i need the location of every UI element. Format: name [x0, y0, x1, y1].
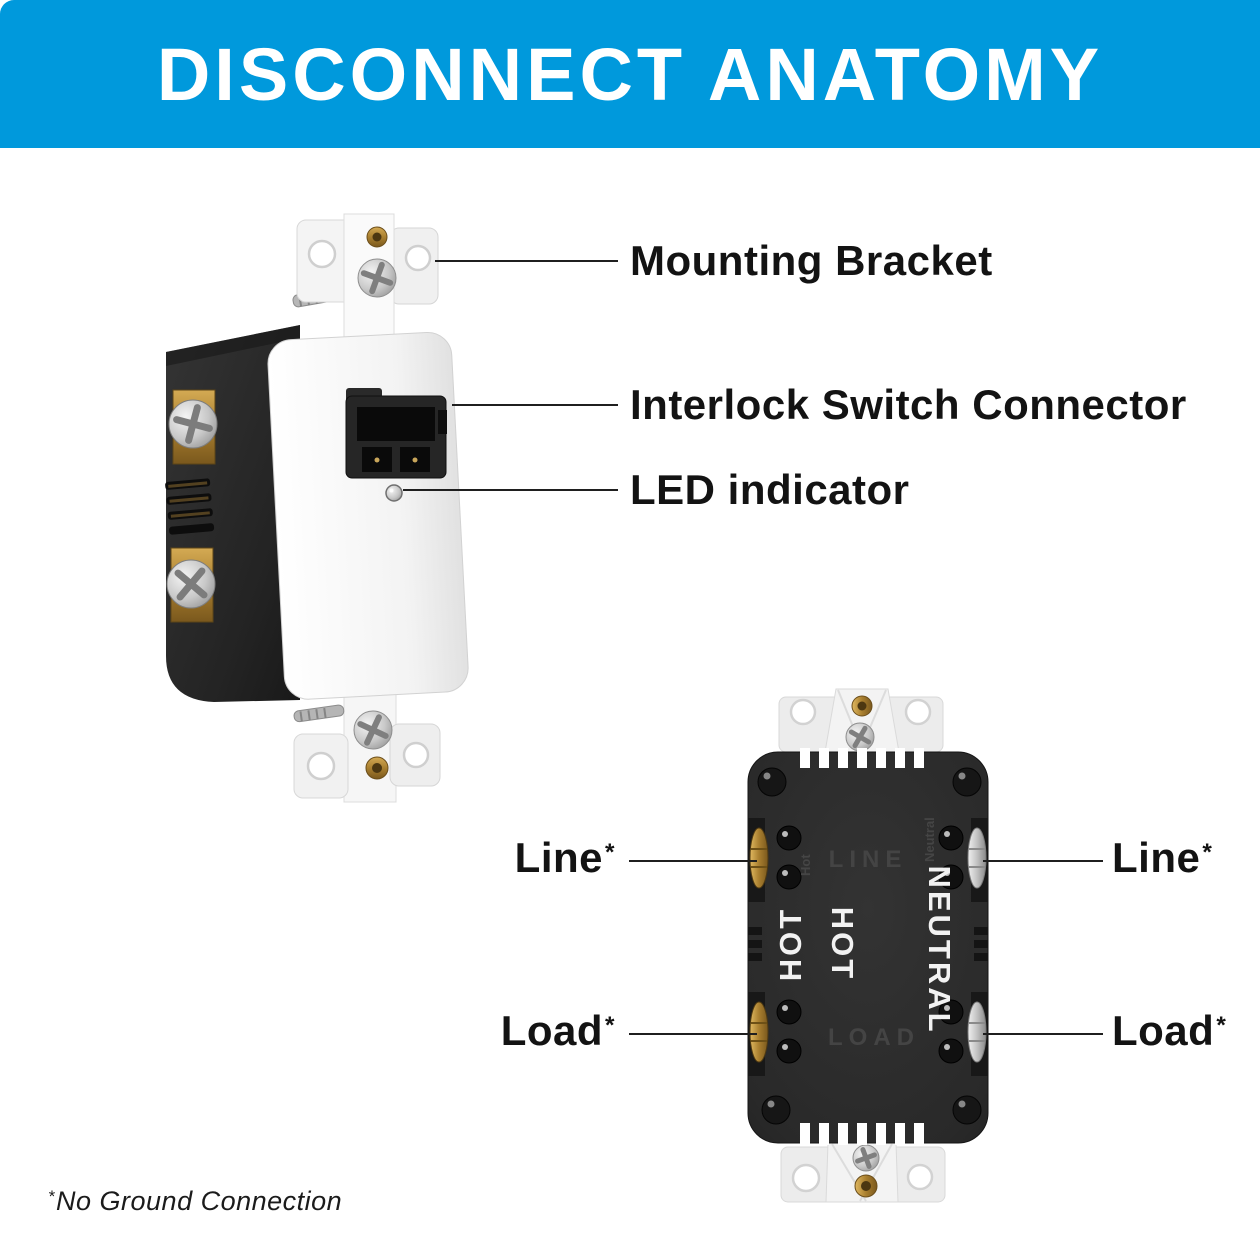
- bracket-hole-icon: [789, 698, 817, 726]
- bracket-hole-icon: [402, 741, 430, 769]
- marking-hot-down: HOT: [825, 907, 860, 981]
- line-terminal-right: [967, 818, 988, 902]
- front-top-mounting-bracket: [292, 213, 439, 341]
- back-device-body: LINE LOAD Hot Neutral HOT HOT NEUTRAL: [747, 748, 989, 1145]
- bracket-hole-icon: [791, 1163, 821, 1193]
- callout-line-load-right: [983, 1033, 1103, 1035]
- front-device-illustration: [165, 213, 469, 803]
- callout-line-line-left: [629, 860, 757, 862]
- front-device-side-body: [165, 325, 300, 702]
- label-led-indicator: LED indicator: [630, 466, 910, 513]
- asterisk: *: [1202, 838, 1213, 866]
- header-banner: DISCONNECT ANATOMY: [0, 0, 1260, 148]
- bracket-screw-icon: [845, 722, 875, 752]
- bracket-hole-icon: [404, 244, 432, 272]
- bracket-screw-icon: [357, 258, 397, 298]
- side-terminal-top: [168, 389, 218, 465]
- callout-line-load-left: [629, 1033, 757, 1035]
- marking-neutral-small: Neutral: [922, 817, 937, 862]
- label-load-left: Load*: [500, 1007, 615, 1054]
- bracket-hole-icon: [306, 751, 336, 781]
- back-top-mounting-bracket: [778, 688, 944, 753]
- bracket-screw-icon: [852, 1144, 880, 1172]
- callout-line-line-right: [983, 860, 1103, 862]
- front-bottom-mounting-bracket: [293, 704, 441, 799]
- side-vents: [165, 478, 215, 535]
- load-terminal-right: [967, 992, 988, 1076]
- label-line-left: Line*: [514, 834, 615, 881]
- marking-hot-up: HOT: [773, 907, 808, 981]
- marking-line-embossed: LINE: [829, 846, 908, 873]
- mid-side-vents: [748, 927, 988, 961]
- bracket-hole-icon: [307, 239, 337, 269]
- front-face-plate: [267, 331, 469, 700]
- label-interlock-switch-connector: Interlock Switch Connector: [630, 381, 1187, 428]
- asterisk: *: [605, 838, 615, 866]
- asterisk: *: [1216, 1011, 1227, 1039]
- bracket-hole-icon: [904, 698, 932, 726]
- interlock-switch-connector: [345, 388, 447, 479]
- top-vent-slots: [800, 748, 924, 768]
- label-mounting-bracket: Mounting Bracket: [630, 237, 993, 284]
- marking-neutral: NEUTRAL: [922, 865, 957, 1034]
- terminal-clamp-screws: [776, 825, 964, 1064]
- marking-load-embossed: LOAD: [828, 1024, 920, 1051]
- label-load-right: Load*: [1112, 1007, 1227, 1054]
- asterisk: *: [605, 1011, 615, 1039]
- bottom-vent-slots: [800, 1123, 924, 1145]
- load-terminal-left: [748, 992, 769, 1076]
- callout-line-mounting-bracket: [435, 260, 618, 262]
- callout-line-interlock: [452, 404, 618, 406]
- marking-hot-small: Hot: [798, 854, 813, 876]
- bracket-hole-icon: [906, 1163, 934, 1191]
- side-terminal-bottom: [166, 547, 216, 623]
- side-screw-bottom-icon: [293, 704, 345, 723]
- corner-screws: [757, 767, 982, 1125]
- label-line-right: Line*: [1112, 834, 1213, 881]
- back-device-illustration: LINE LOAD Hot Neutral HOT HOT NEUTRAL: [747, 688, 989, 1203]
- callout-line-led: [403, 489, 618, 491]
- page-title: DISCONNECT ANATOMY: [156, 32, 1104, 116]
- bracket-screw-icon: [353, 710, 393, 750]
- back-bottom-mounting-bracket: [780, 1142, 946, 1203]
- led-indicator-dot: [385, 484, 403, 502]
- footnote: *No Ground Connection: [48, 1186, 343, 1216]
- asterisk: *: [48, 1187, 56, 1207]
